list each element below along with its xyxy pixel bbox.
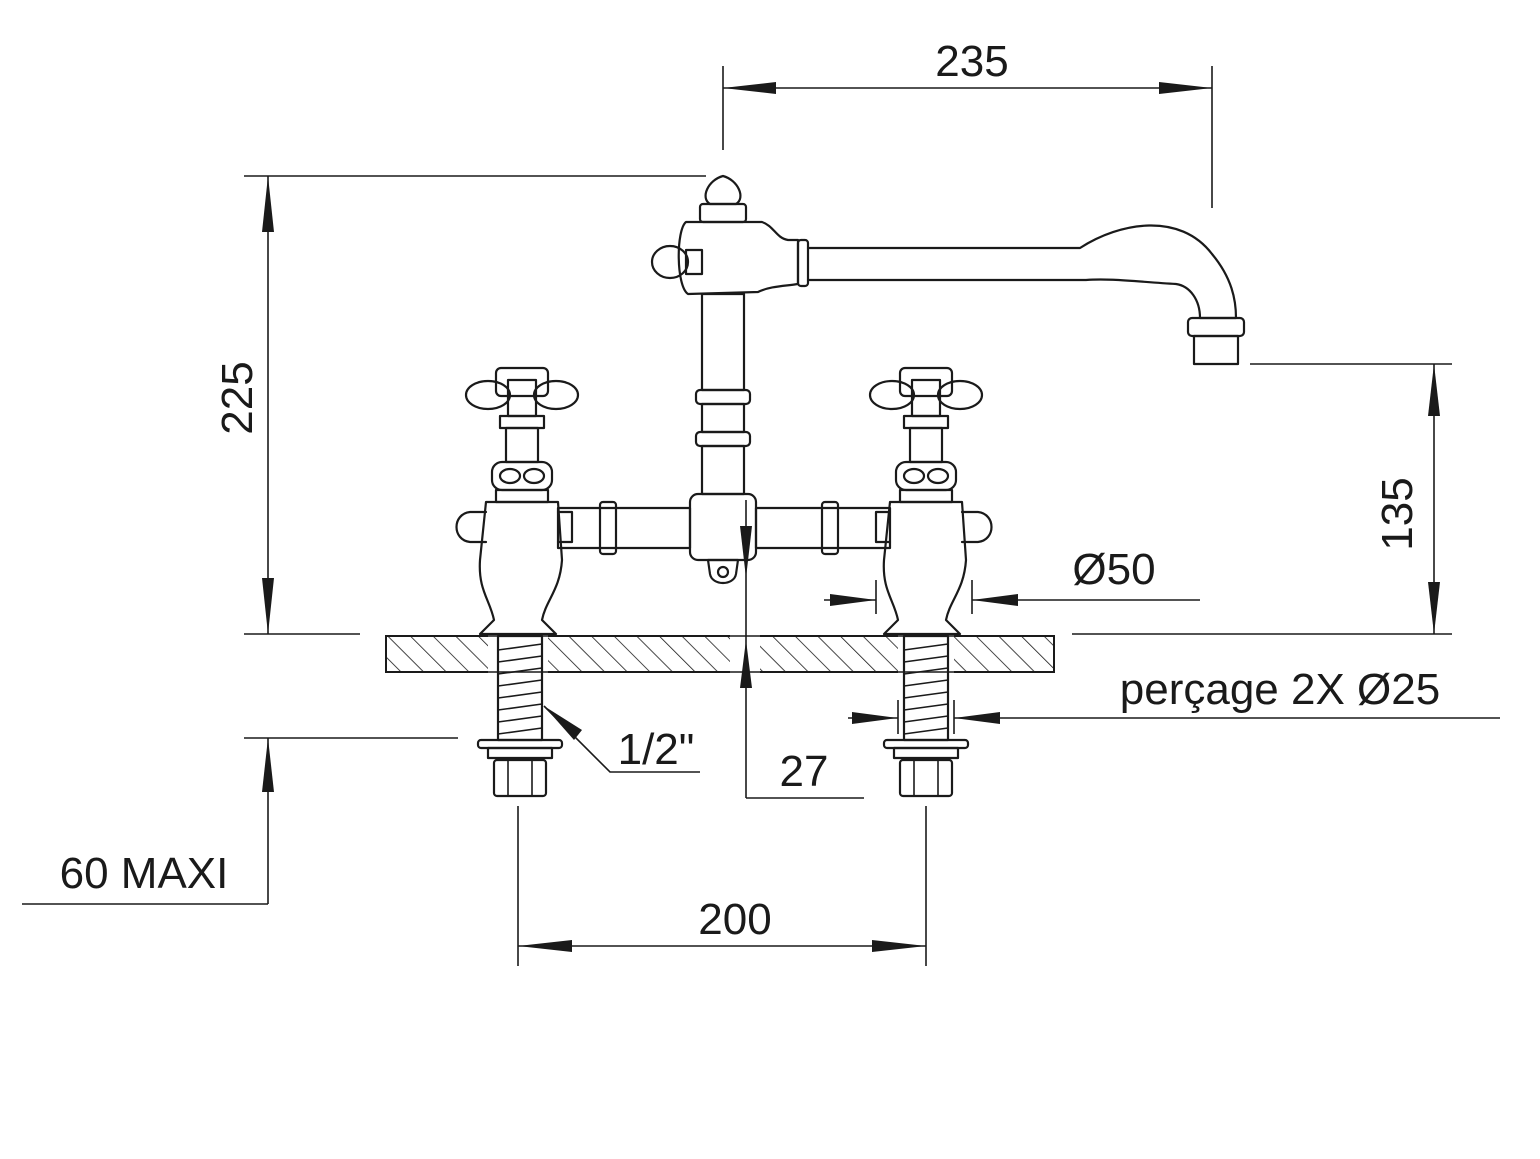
dimension-drilling: perçage 2X Ø25 [848, 665, 1500, 734]
right-shank-thread [903, 643, 949, 735]
label-thread: 1/2" [618, 725, 695, 774]
label-center-distance: 200 [698, 895, 771, 944]
label-spout-reach: 235 [935, 37, 1008, 86]
spout-head [650, 174, 800, 296]
label-deck-thickness: 27 [780, 747, 829, 796]
dimension-total-height: 225 [213, 175, 706, 635]
dimension-thread: 1/2" [543, 705, 700, 774]
dimension-spout-reach: 235 [722, 37, 1213, 208]
dimension-max-deck: 60 MAXI [22, 737, 458, 905]
spout [796, 224, 1246, 366]
dimension-center-distance: 200 [517, 806, 927, 966]
left-cross-handle [464, 366, 580, 430]
left-tap [455, 366, 580, 798]
label-max-deck: 60 MAXI [60, 849, 229, 898]
bridge-pipe [556, 492, 892, 585]
dimension-spout-height: 135 [1072, 363, 1452, 635]
right-tap [868, 366, 993, 798]
label-drilling: perçage 2X Ø25 [1120, 665, 1440, 714]
dimension-deck-thickness: 27 [740, 500, 864, 799]
left-shank-thread [497, 643, 543, 735]
label-base-diameter: Ø50 [1072, 545, 1155, 594]
central-column [694, 292, 752, 496]
label-spout-height: 135 [1373, 477, 1422, 550]
dimension-base-diameter: Ø50 [824, 545, 1200, 614]
right-cross-handle [868, 366, 984, 430]
label-total-height: 225 [213, 361, 262, 434]
deck-section [385, 634, 1055, 674]
